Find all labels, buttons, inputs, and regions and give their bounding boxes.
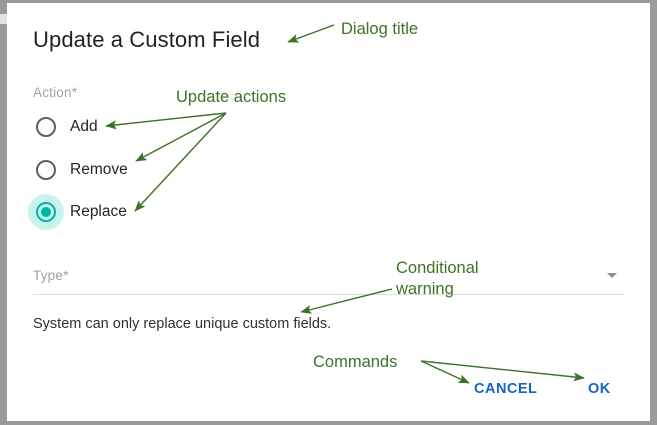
conditional-warning-text: System can only replace unique custom fi… xyxy=(33,316,332,332)
radio-button-remove[interactable] xyxy=(28,152,64,188)
radio-dot-icon xyxy=(41,165,51,175)
type-select-underline xyxy=(33,294,625,295)
page-title: Update a Custom Field xyxy=(33,27,261,52)
ok-button[interactable]: OK xyxy=(588,381,611,397)
radio-button-replace[interactable] xyxy=(28,194,64,230)
action-field-label: Action* xyxy=(33,85,78,100)
radio-circle-icon xyxy=(36,160,56,180)
radio-option-remove[interactable]: Remove xyxy=(28,152,128,188)
radio-button-add[interactable] xyxy=(28,109,64,145)
radio-label-add: Add xyxy=(70,118,98,135)
cancel-button[interactable]: CANCEL xyxy=(474,381,538,397)
radio-dot-icon xyxy=(41,122,51,132)
frame-notch xyxy=(0,14,7,24)
type-field-label: Type* xyxy=(33,268,69,283)
radio-option-replace[interactable]: Replace xyxy=(28,194,127,230)
radio-label-remove: Remove xyxy=(70,161,128,178)
dialog-surface xyxy=(7,3,650,421)
radio-circle-icon xyxy=(36,117,56,137)
radio-dot-icon xyxy=(41,207,51,217)
radio-label-replace: Replace xyxy=(70,203,127,220)
radio-circle-icon xyxy=(36,202,56,222)
chevron-down-icon[interactable] xyxy=(607,273,617,278)
type-select[interactable] xyxy=(33,258,625,296)
radio-option-add[interactable]: Add xyxy=(28,109,98,145)
